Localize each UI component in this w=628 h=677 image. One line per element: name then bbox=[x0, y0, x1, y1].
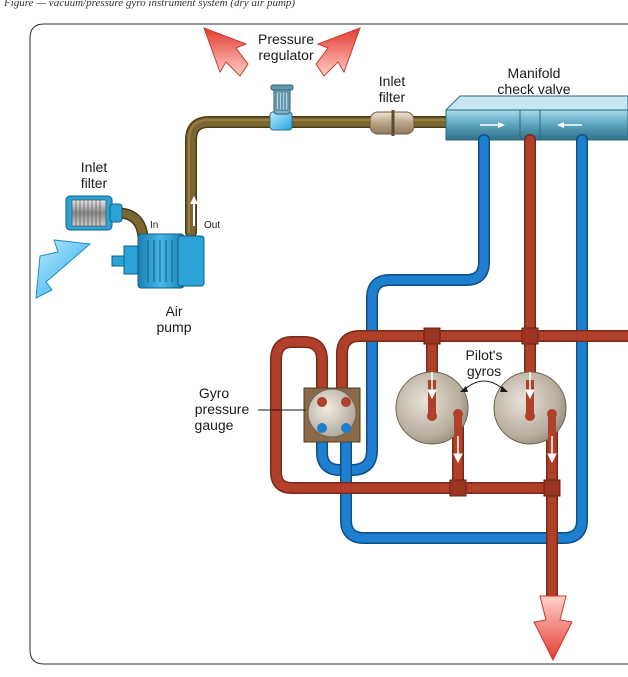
svg-text:pump: pump bbox=[156, 319, 191, 335]
gyro-pressure-gauge bbox=[303, 387, 361, 443]
svg-text:pressure: pressure bbox=[195, 401, 250, 417]
svg-text:Inlet: Inlet bbox=[379, 73, 406, 89]
inline-inlet-filter bbox=[369, 110, 415, 136]
label-pressure-regulator: Pressure regulator bbox=[258, 31, 314, 63]
figure-frame bbox=[29, 23, 628, 665]
manifold-check-valve bbox=[445, 95, 628, 141]
label-pilots-gyros: Pilot's gyros bbox=[466, 347, 503, 379]
label-air-pump: Air pump bbox=[156, 303, 191, 335]
out-flow-arrow bbox=[190, 196, 198, 226]
svg-text:Gyro: Gyro bbox=[199, 385, 230, 401]
svg-text:Pressure: Pressure bbox=[258, 31, 314, 47]
svg-text:gauge: gauge bbox=[195, 417, 234, 433]
label-manifold-check-valve: Manifold check valve bbox=[497, 65, 570, 97]
inlet-filter-left bbox=[65, 195, 123, 231]
label-inlet-filter-left: Inlet filter bbox=[81, 159, 108, 191]
flow-arrow-icon bbox=[557, 122, 582, 128]
exhaust-arrow-icon bbox=[203, 27, 249, 77]
label-in: In bbox=[150, 220, 158, 231]
intake-arrow-icon bbox=[35, 239, 92, 299]
return-lines bbox=[316, 134, 588, 544]
svg-text:filter: filter bbox=[379, 89, 406, 105]
svg-text:Pilot's: Pilot's bbox=[466, 347, 503, 363]
svg-text:Air: Air bbox=[165, 303, 182, 319]
pilots-gyros-pointer bbox=[460, 380, 508, 392]
svg-text:filter: filter bbox=[81, 175, 108, 191]
label-out: Out bbox=[204, 220, 220, 231]
svg-text:check valve: check valve bbox=[497, 81, 570, 97]
label-inlet-filter-top: Inlet filter bbox=[379, 73, 406, 105]
exhaust-arrow-icon bbox=[533, 595, 573, 662]
svg-text:regulator: regulator bbox=[258, 47, 314, 63]
exhaust-arrow-icon bbox=[315, 27, 361, 77]
svg-text:Inlet: Inlet bbox=[81, 159, 108, 175]
pressure-regulator bbox=[269, 84, 294, 131]
svg-text:Manifold: Manifold bbox=[508, 65, 561, 81]
flow-arrow-icon bbox=[480, 122, 505, 128]
svg-text:gyros: gyros bbox=[467, 363, 501, 379]
air-pump bbox=[111, 233, 205, 289]
label-gyro-pressure-gauge: Gyro pressure gauge bbox=[195, 385, 250, 433]
figure-caption: Figure — vacuum/pressure gyro instrument… bbox=[3, 0, 295, 9]
pipe-junctions bbox=[423, 327, 561, 497]
flow-arrow-icon bbox=[427, 372, 557, 464]
